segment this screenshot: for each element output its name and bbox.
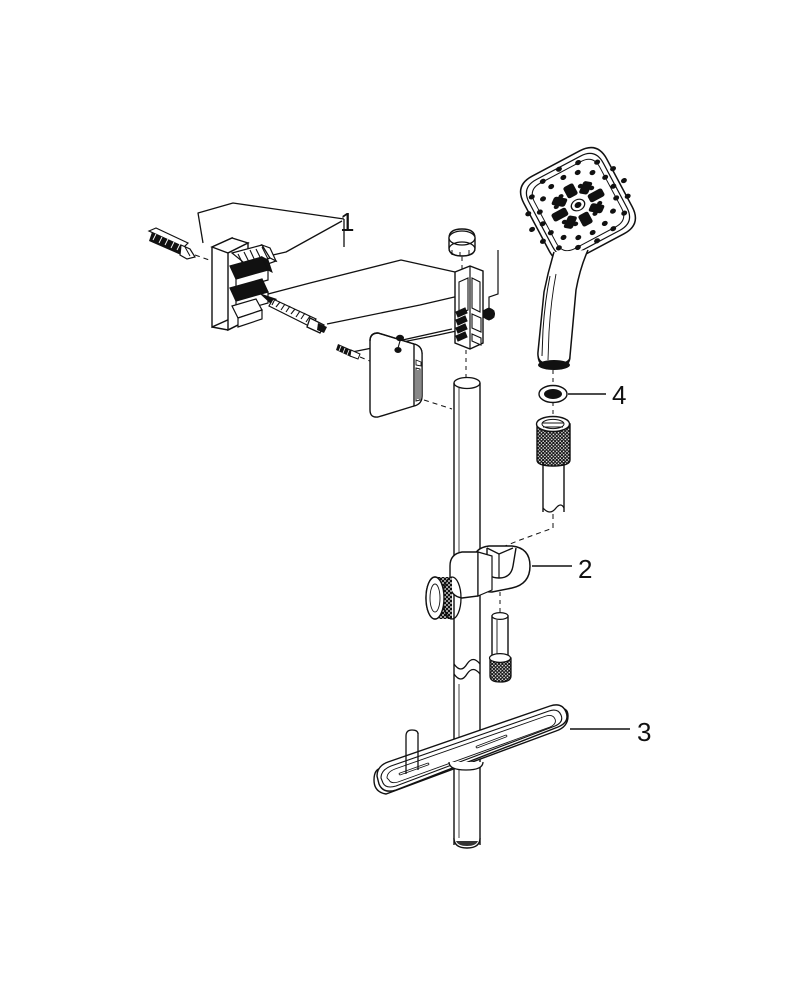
shower-hose <box>542 462 565 513</box>
wall-plug <box>147 227 196 260</box>
hose-connector-nut <box>535 415 571 467</box>
hand-shower-holder <box>425 545 531 620</box>
assembly-axis-cover <box>423 399 453 410</box>
shower-rail <box>453 376 481 849</box>
callout-label-3: 3 <box>637 717 651 747</box>
grub-screw <box>336 344 361 360</box>
callout-label-2: 2 <box>578 554 592 584</box>
leader-line-knob <box>488 250 499 308</box>
callout-label-1: 1 <box>340 207 354 237</box>
mounting-screw <box>259 293 327 334</box>
soap-dish-tray <box>373 704 569 795</box>
assembly-axis-hose <box>499 514 554 549</box>
hand-shower <box>519 146 637 370</box>
wall-clamp-plate <box>210 236 278 332</box>
rail-cap <box>448 228 476 257</box>
knurled-locking-knob <box>425 576 462 620</box>
callout-label-4: 4 <box>612 380 626 410</box>
inner-bracket-strip <box>454 265 495 350</box>
seal-washer <box>538 384 568 404</box>
holder-pin <box>488 611 512 683</box>
bracket-cover <box>369 332 423 418</box>
